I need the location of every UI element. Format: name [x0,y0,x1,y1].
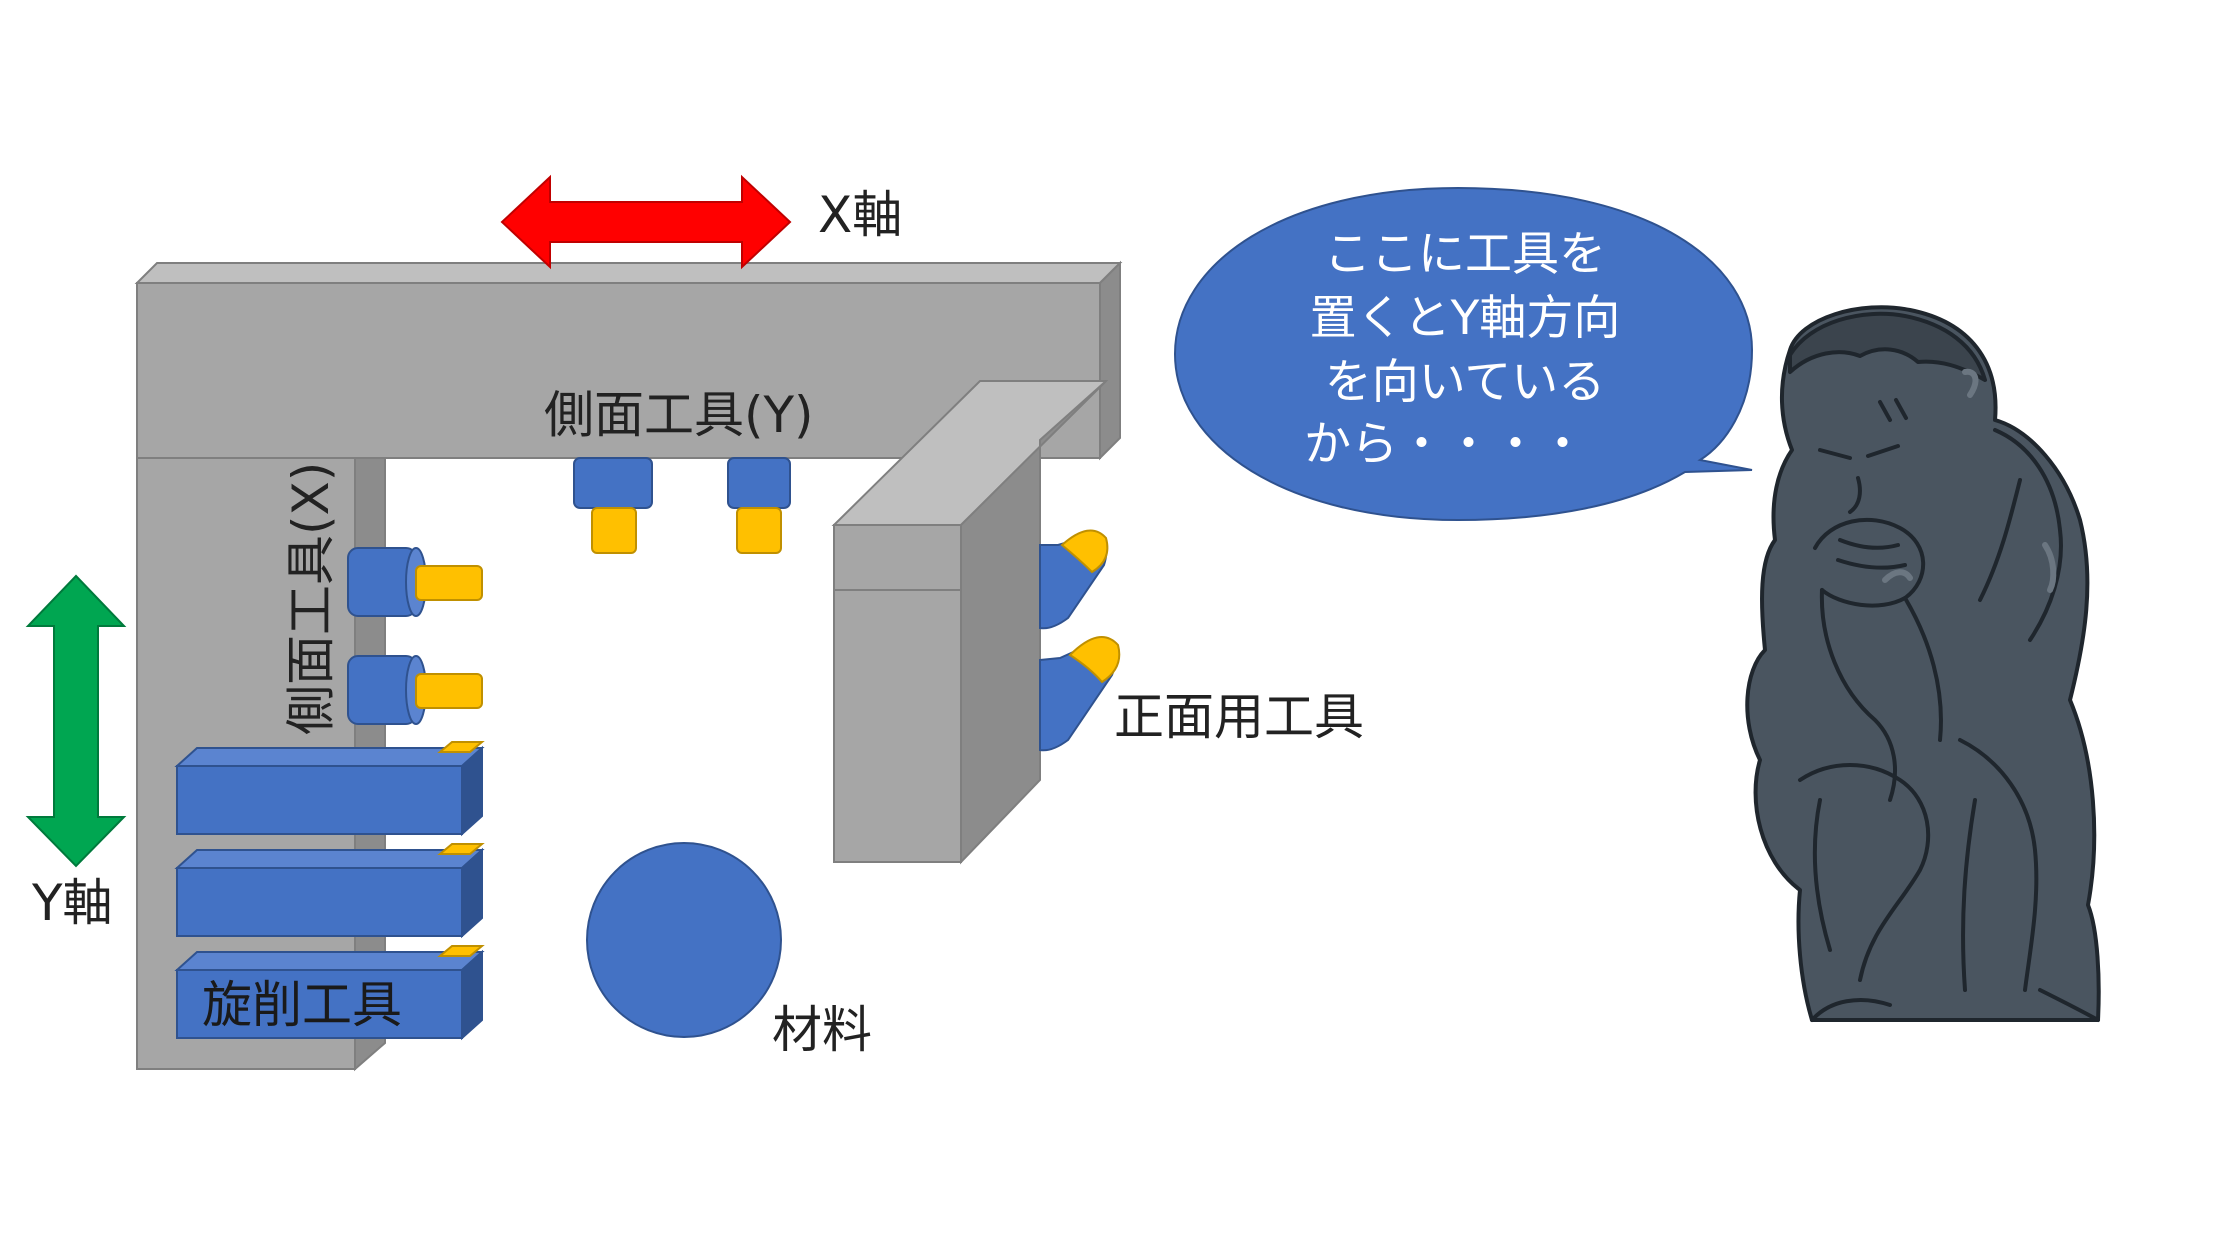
front-tool-1 [1039,529,1109,630]
turning-tool-1 [174,741,485,837]
side-tool-x-1 [347,547,483,617]
front-tool-block [831,380,1109,865]
thinker-statue-icon [1745,305,2101,1022]
bubble-line-3: を向いている [1325,355,1606,410]
speech-bubble: ここに工具を 置くとY軸方向 を向いている から・・・・ [1173,186,1754,522]
material-label: 材料 [772,1001,872,1059]
side-tool-y-2 [727,457,791,554]
bubble-line-2: 置くとY軸方向 [1310,291,1621,346]
material-circle [586,842,782,1038]
front-tool-label: 正面用工具 [1114,688,1364,746]
turning-tool-2 [174,843,485,939]
turning-tool-3 [174,945,485,1041]
front-tool-2 [1039,636,1121,752]
bubble-line-1: ここに工具を [1324,227,1606,282]
bubble-line-4: から・・・・ [1304,417,1586,472]
y-axis-arrow [25,574,127,868]
x-axis-label: X軸 [818,186,902,244]
side-tool-x-2 [347,655,483,725]
side-tool-y-label: 側面工具(Y) [544,386,814,444]
side-tool-y-1 [573,457,653,554]
x-axis-arrow [500,174,792,270]
turning-tool-label: 旋削工具 [202,976,402,1034]
side-tool-x-label: 側面工具(X) [282,462,340,735]
frame-top-face [134,262,1123,284]
block-front-face [833,524,962,863]
y-axis-label: Y軸 [31,874,113,932]
frame-right-face [1099,260,1121,461]
